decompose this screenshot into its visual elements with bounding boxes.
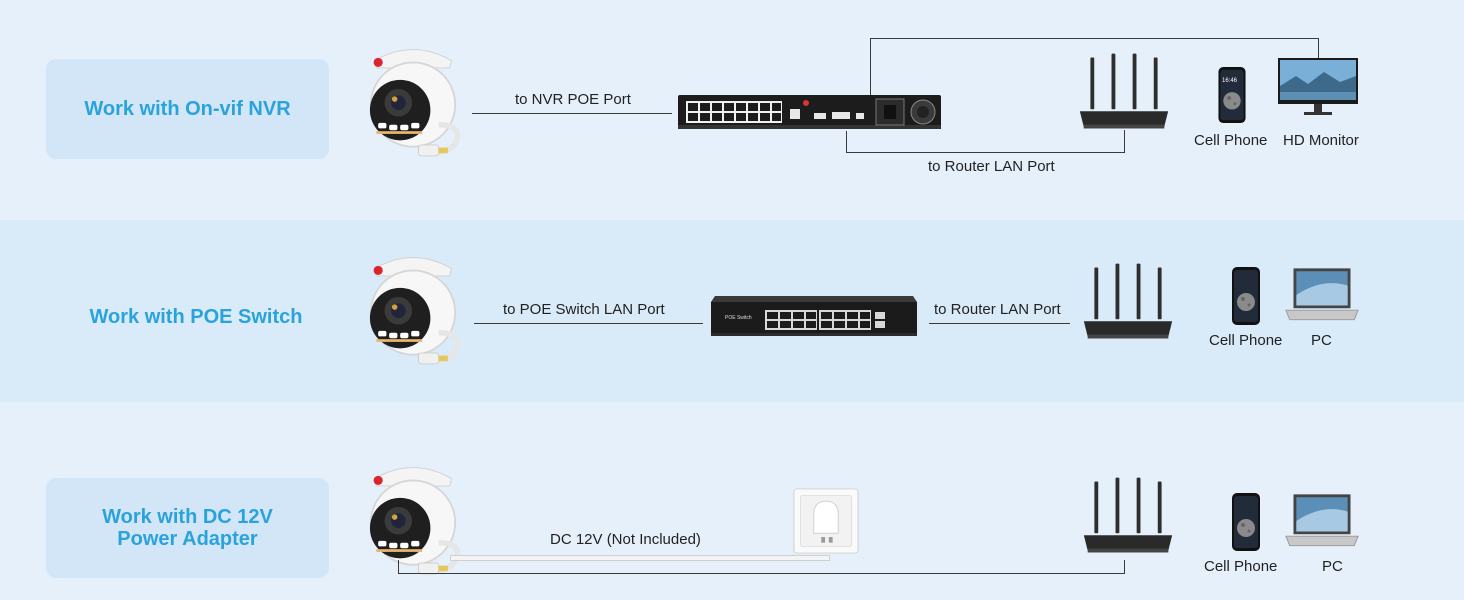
row-title-nvr: Work with On-vif NVR: [46, 59, 329, 159]
connector-line: [398, 573, 1125, 574]
switch-brand-label: POE Switch: [725, 315, 752, 321]
device-label-cell-phone: Cell Phone: [1194, 132, 1268, 149]
connector-line: [870, 38, 1319, 39]
row-title-dc-adapter: Work with DC 12V Power Adapter: [46, 478, 329, 578]
link-label-router-lan: to Router LAN Port: [928, 158, 1055, 175]
device-label-cell-phone: Cell Phone: [1209, 332, 1283, 349]
phone-clock: 16:46: [1222, 78, 1238, 84]
connector-line: [846, 131, 847, 153]
cell-phone-icon: [1217, 66, 1247, 124]
pc-laptop-icon: [1284, 266, 1360, 324]
link-label-nvr-poe: to NVR POE Port: [515, 91, 631, 108]
wall-outlet-icon: [793, 488, 859, 554]
device-label-pc: PC: [1322, 558, 1343, 575]
connector-line: [846, 152, 1125, 153]
device-label-cell-phone: Cell Phone: [1204, 558, 1278, 575]
device-label-pc: PC: [1311, 332, 1332, 349]
pc-laptop-icon: [1284, 492, 1360, 550]
hd-monitor-icon: [1278, 58, 1358, 118]
router-icon: [1076, 52, 1172, 132]
connector-line: [1124, 130, 1125, 153]
router-icon: [1080, 262, 1176, 342]
link-label-router-lan: to Router LAN Port: [934, 301, 1061, 318]
device-label-hd-monitor: HD Monitor: [1283, 132, 1359, 149]
camera-icon: [358, 248, 468, 368]
cell-phone-icon: [1231, 265, 1261, 327]
camera-icon: [358, 40, 468, 160]
link-label-dc-12v: DC 12V (Not Included): [550, 531, 701, 548]
nvr-icon: [678, 95, 941, 129]
connector-line: [472, 113, 672, 114]
connector-line: [398, 560, 399, 573]
power-cable: [450, 555, 830, 561]
connector-line: [929, 323, 1070, 324]
connector-line: [1318, 38, 1319, 58]
cell-phone-icon: [1231, 491, 1261, 553]
connector-line: [870, 38, 871, 95]
connector-line: [474, 323, 703, 324]
link-label-switch-lan: to POE Switch LAN Port: [503, 301, 665, 318]
router-icon: [1080, 476, 1176, 556]
poe-switch-icon: [711, 296, 917, 336]
connector-line: [1124, 560, 1125, 574]
row-title-poe-switch: Work with POE Switch: [89, 306, 303, 328]
